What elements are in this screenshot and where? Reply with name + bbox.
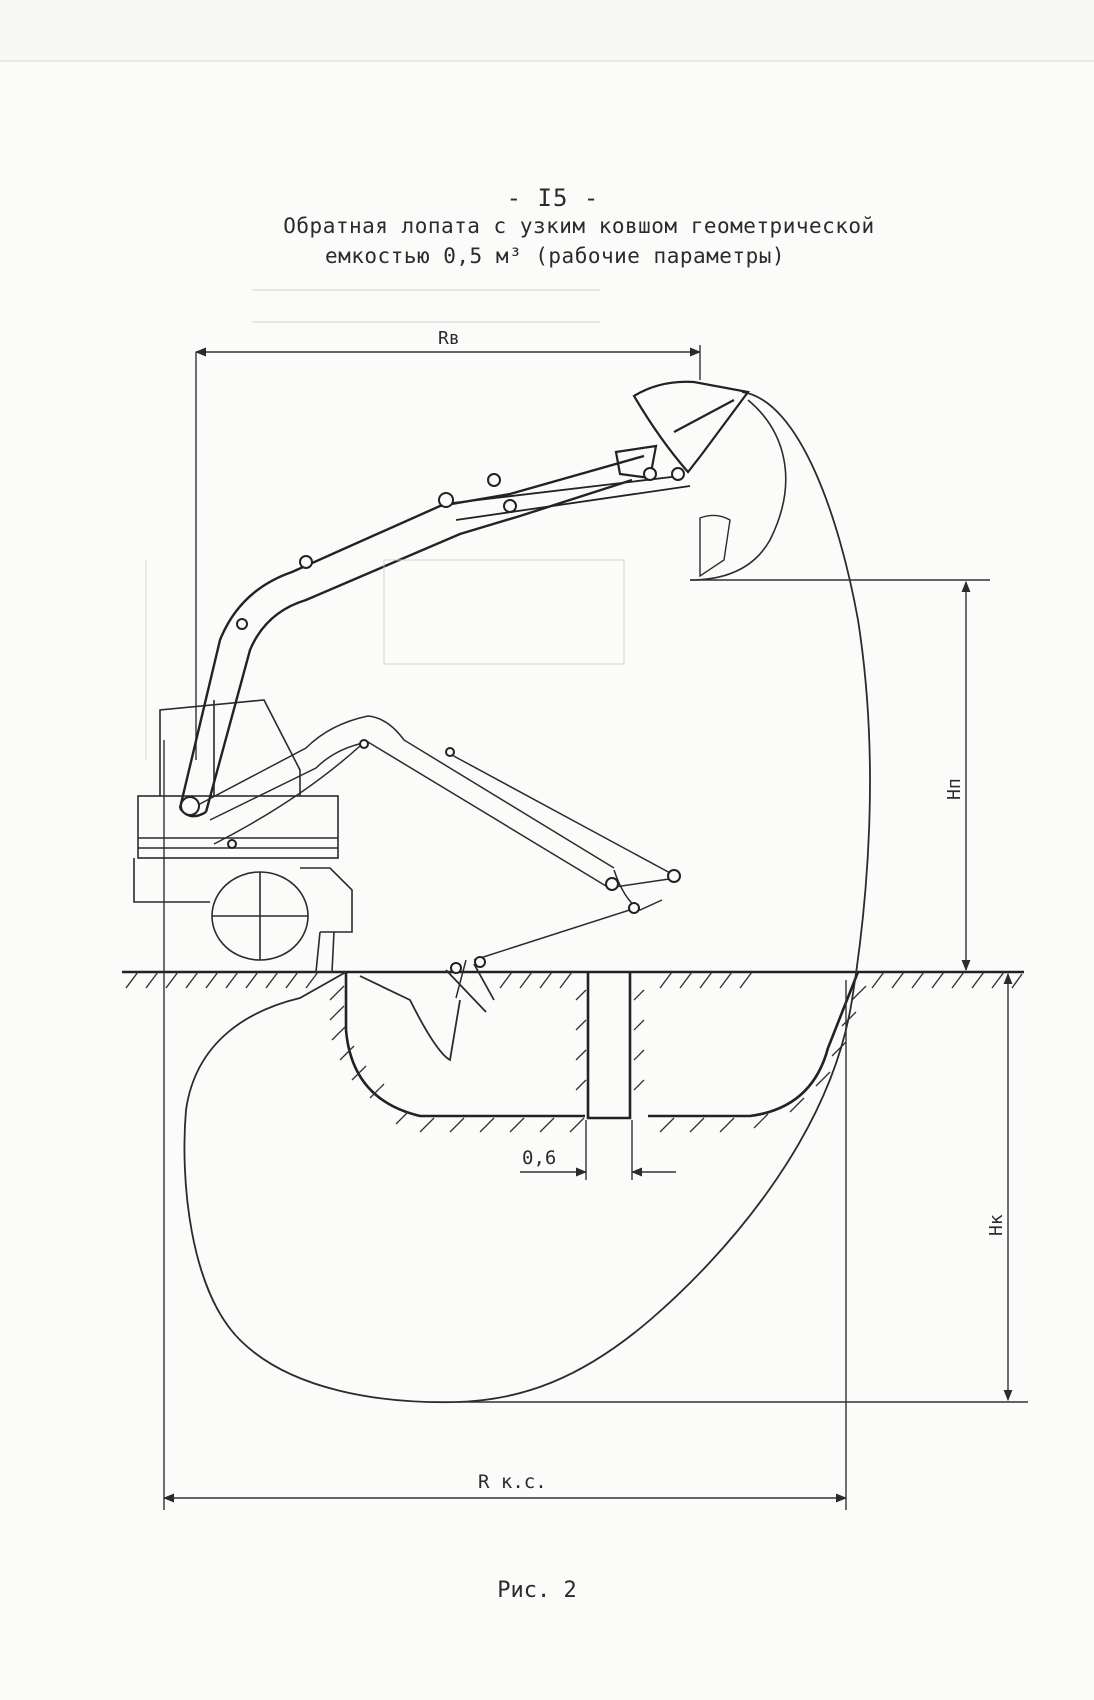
figure-caption: Рис. 2 [497, 1578, 577, 1603]
envelope-upper-arc [689, 399, 787, 581]
hk-dimension [458, 972, 1028, 1403]
trench-width-label: 0,6 [522, 1147, 556, 1169]
paper-sheet [0, 62, 1094, 1700]
page-number: - I5 - [506, 184, 600, 212]
bucket-ghost [699, 514, 731, 578]
pivot-pins [180, 467, 685, 974]
pit-hatching [329, 985, 867, 1133]
figure-title-line-1: Обратная лопата с узким ковшом геометрич… [283, 214, 875, 238]
stick-raised [443, 475, 691, 521]
trench-width-dimension [520, 1120, 676, 1180]
rks-label: R к.с. [478, 1471, 547, 1493]
rv-label: Rв [438, 328, 460, 349]
hp-label: Hп [944, 778, 965, 800]
hk-label: Hк [986, 1214, 1007, 1236]
bucket-lowered [359, 963, 495, 1062]
excavator-body [133, 699, 353, 973]
figure-title-line-2: емкостью 0,5 м³ (рабочие параметры) [324, 244, 785, 268]
pit-profile [344, 971, 860, 1120]
ground-surface [122, 970, 1024, 989]
rv-dimension [194, 345, 702, 760]
bucket-raised [614, 380, 750, 480]
bleedthrough-marks [145, 289, 625, 760]
boom-lowered [195, 715, 677, 999]
hp-dimension [690, 579, 990, 972]
rks-dimension [162, 740, 848, 1510]
boom-raised [178, 454, 645, 818]
working-envelope [183, 391, 871, 1404]
